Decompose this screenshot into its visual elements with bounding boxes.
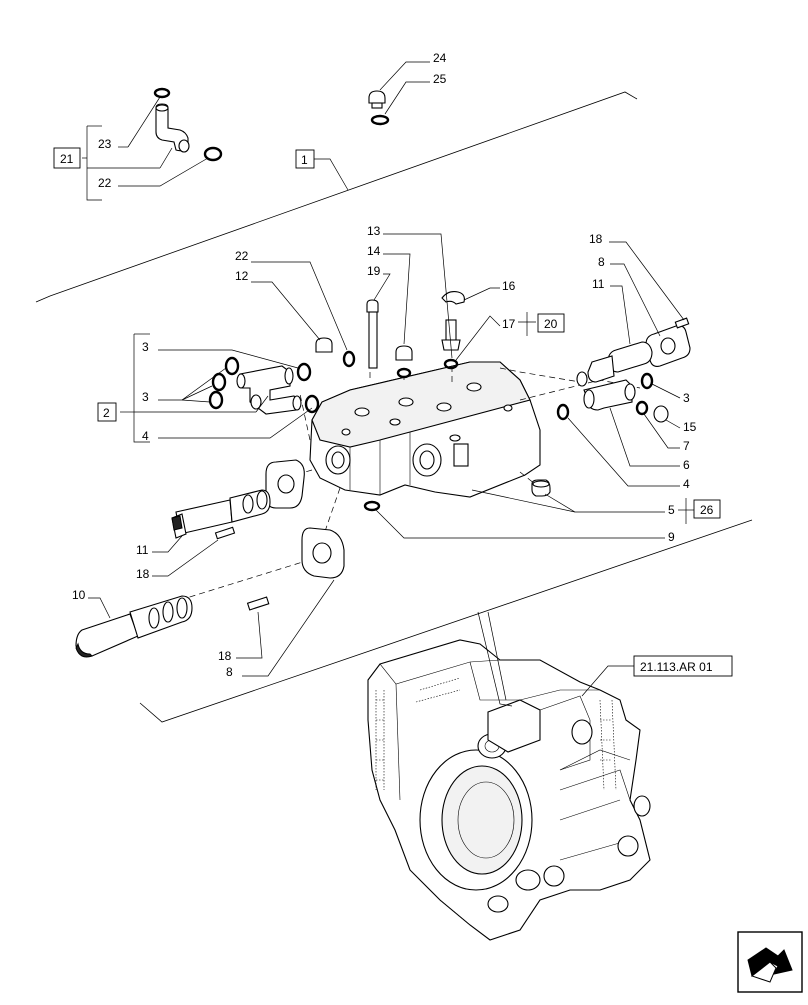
elbow-outlet [178,139,190,153]
o-ring-7 [635,400,649,416]
callout-21[interactable]: 21 [60,152,74,166]
valve-body [309,361,541,498]
bolt-19 [368,311,378,369]
plug-group [368,90,390,126]
o-ring-9 [363,500,381,512]
callout-4-left[interactable]: 4 [142,429,149,443]
bracket-2 [133,334,150,443]
callout-reference[interactable]: 21.113.AR 01 [640,660,713,674]
o-ring-22b [342,350,356,368]
callout-4-right[interactable]: 4 [683,477,690,491]
callout-1[interactable]: 1 [301,153,308,167]
plug-14 [395,345,413,361]
ref-box-21 [53,147,81,169]
callout-11-left[interactable]: 11 [136,543,149,557]
o-ring-4-right [556,403,570,421]
o-ring-17 [443,358,459,370]
ref-box-2 [97,402,117,422]
callout-22-mid[interactable]: 22 [235,249,249,263]
callout-10[interactable]: 10 [72,588,86,602]
callout-13[interactable]: 13 [367,224,381,238]
ref-box-26 [693,499,721,519]
solenoid-11-right [607,341,653,373]
o-ring-23 [153,87,171,99]
callout-11-right[interactable]: 11 [592,277,605,291]
bolt-18-right [674,317,690,329]
callout-12[interactable]: 12 [235,269,249,283]
left-fittings [208,356,320,415]
lower-solenoid [75,527,345,658]
callout-17[interactable]: 17 [502,317,516,331]
washer-13 [396,367,412,379]
callout-18-left[interactable]: 18 [136,567,150,581]
transmission-housing [367,639,651,941]
bracket-21 [86,126,102,201]
ref-box-20 [537,313,565,333]
section-boundary-line [35,91,638,303]
callout-19[interactable]: 19 [367,264,381,278]
o-ring-4 [304,394,320,414]
callout-24[interactable]: 24 [433,51,447,65]
plug-12 [315,337,333,353]
callout-18-lower[interactable]: 18 [218,649,232,663]
callout-23[interactable]: 23 [98,137,112,151]
callout-22-top[interactable]: 22 [98,176,112,190]
plug-24 [368,90,386,104]
callout-20[interactable]: 20 [544,317,558,331]
washer-25 [370,114,390,126]
port-block [453,443,469,467]
bolt-18-lower [246,596,270,611]
left-solenoid [171,459,305,540]
solenoid-10-body [75,613,139,657]
callout-14[interactable]: 14 [367,244,381,258]
callout-16[interactable]: 16 [502,279,516,293]
callout-3-lower[interactable]: 3 [142,390,149,404]
right-fittings [556,317,691,423]
top-fittings [315,291,465,379]
o-ring-3b [211,372,227,392]
callout-2[interactable]: 2 [103,406,110,420]
callout-9[interactable]: 9 [668,530,675,544]
callout-6[interactable]: 6 [683,458,690,472]
elbow-fitting-group [153,87,223,162]
bolt-19-head [366,299,379,313]
callout-8-lower[interactable]: 8 [226,665,233,679]
callout-8-right[interactable]: 8 [598,255,605,269]
o-ring-22 [203,146,223,162]
o-ring-3d [296,362,312,382]
next-page-icon[interactable] [737,931,803,993]
elbow-fitting [155,103,189,152]
callout-18-top-right[interactable]: 18 [589,232,603,246]
bolt-18-left [214,526,236,540]
callout-5[interactable]: 5 [668,503,675,517]
o-ring-3a [224,356,240,376]
cap-15 [653,405,669,423]
callout-3-right[interactable]: 3 [683,391,690,405]
callout-7[interactable]: 7 [683,439,690,453]
fitting-17 [445,319,457,341]
callout-3-upper[interactable]: 3 [142,340,149,354]
callout-26[interactable]: 26 [700,503,714,517]
section-boundary-line-lower [139,519,753,723]
callout-15[interactable]: 15 [683,420,697,434]
o-ring-3-right [640,372,654,390]
o-ring-3c [208,390,224,410]
callout-25[interactable]: 25 [433,72,447,86]
clip-16 [441,291,465,305]
valve-mount [487,699,541,753]
elbow-top [155,104,169,112]
